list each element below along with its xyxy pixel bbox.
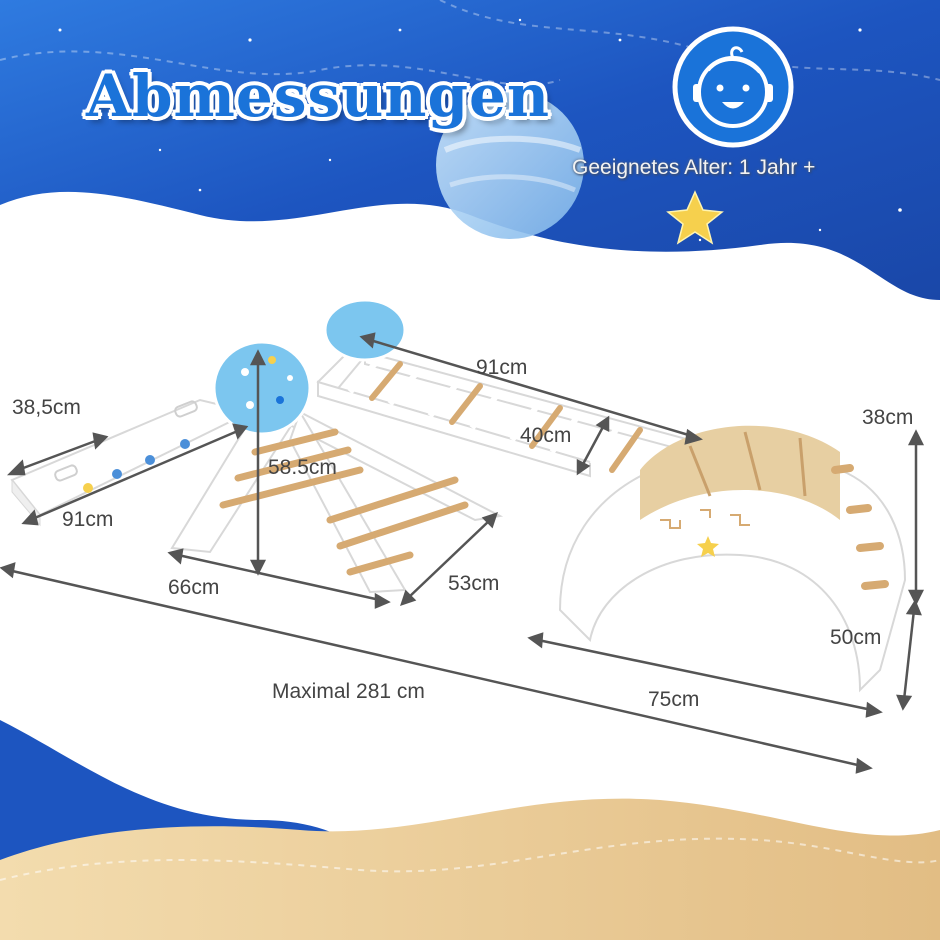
dim-ladder-length: 91cm [476, 356, 528, 379]
dim-triangle-depth: 53cm [448, 572, 500, 595]
age-label: Geeignetes Alter: 1 Jahr + [572, 156, 816, 179]
dim-arch-length: 75cm [648, 688, 700, 711]
climbing-arch [558, 425, 907, 693]
planet [436, 91, 584, 239]
arch-star [697, 536, 719, 557]
dim-ramp-length: 91cm [62, 508, 114, 531]
dim-arch-height: 38cm [862, 406, 914, 429]
dim-ladder-width: 40cm [520, 424, 572, 447]
baby-face-icon [672, 26, 794, 148]
climbing-set-illustration [10, 298, 907, 693]
dim-max-length: Maximal 281 cm [272, 680, 425, 703]
dim-ramp-width: 38,5cm [12, 396, 81, 419]
dim-triangle-height: 58.5cm [268, 456, 337, 479]
dimension-arrows [0, 332, 925, 774]
sand-wave [0, 798, 940, 940]
page-title: Abmessungen [86, 62, 551, 130]
dim-triangle-base: 66cm [168, 576, 220, 599]
pikler-triangle [170, 340, 504, 594]
yellow-star [666, 190, 724, 245]
star-dots [58, 18, 902, 242]
dim-arch-width: 50cm [830, 626, 882, 649]
